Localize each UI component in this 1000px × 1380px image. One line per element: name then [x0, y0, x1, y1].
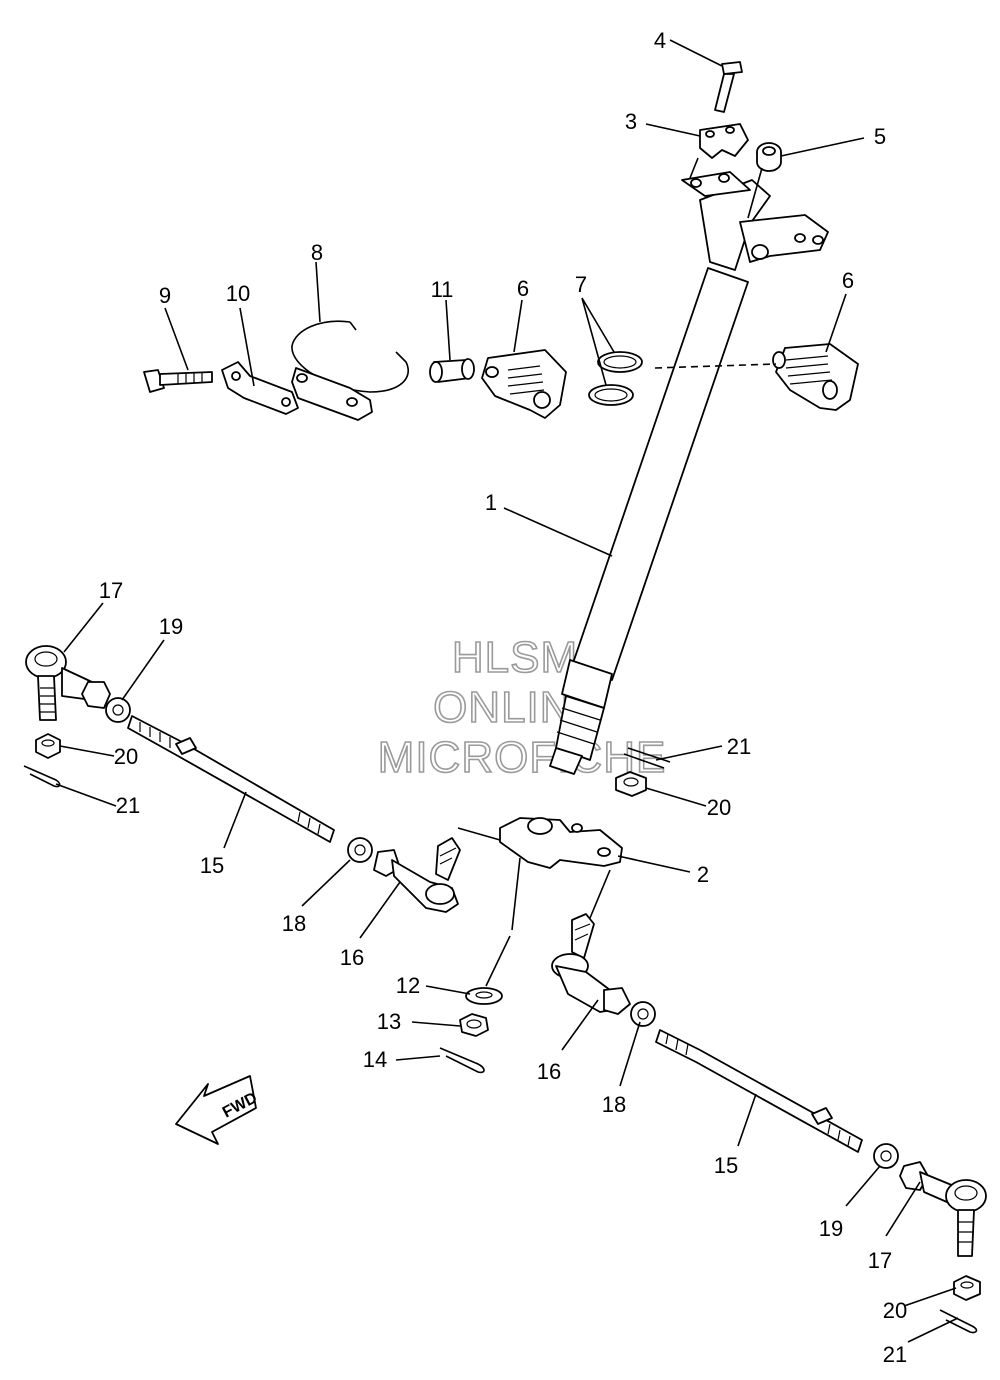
nut-18-right [630, 1001, 656, 1027]
alignment-line-arm-2 [589, 869, 611, 919]
callout-20-mid: 20 [707, 795, 731, 820]
callout-21-right: 21 [883, 1342, 907, 1367]
callout-labels: 4 3 5 8 9 10 11 6 7 6 1 17 19 20 21 15 1… [99, 28, 907, 1367]
cotter-pin-21-right [939, 1309, 978, 1334]
bushing-half-6-left [481, 349, 567, 419]
cotter-pin-21-mid [623, 747, 671, 769]
callout-5: 5 [874, 124, 886, 149]
nut-20-mid [615, 771, 647, 797]
callout-17-left: 17 [99, 578, 123, 603]
pitman-arm-2 [499, 817, 623, 869]
tie-rod-end-16-right [551, 913, 631, 1015]
tie-rod-15-left [127, 715, 335, 843]
nut-18-left [347, 837, 373, 863]
clamp-3 [699, 123, 749, 159]
callout-4: 4 [654, 28, 666, 53]
callout-10: 10 [226, 281, 250, 306]
callout-11: 11 [431, 277, 454, 302]
steering-column [549, 171, 829, 775]
collar-11 [429, 358, 475, 383]
callout-2: 2 [697, 862, 709, 887]
washer-12 [465, 987, 503, 1005]
seals-7 [588, 351, 643, 406]
nut-20-right [953, 1275, 981, 1301]
callout-18-left: 18 [282, 911, 306, 936]
callout-17-right: 17 [868, 1248, 892, 1273]
callout-15-left: 15 [200, 853, 224, 878]
callout-3: 3 [625, 109, 637, 134]
callout-20-left: 20 [114, 744, 138, 769]
callout-18-right: 18 [602, 1092, 626, 1117]
cotter-pin-21-left [23, 765, 61, 788]
nut-20-left [35, 733, 61, 759]
watermark: HLSM ONLINE MICROFICHE [377, 632, 667, 783]
cotter-pin-14 [439, 1047, 485, 1074]
bracket-8 [291, 320, 409, 421]
callout-12: 12 [396, 973, 420, 998]
callout-16-left: 16 [340, 945, 364, 970]
tie-rod-end-16-left [373, 837, 461, 913]
alignment-line-bolt [485, 857, 521, 987]
callout-16-right: 16 [537, 1059, 561, 1084]
callout-21-left: 21 [116, 793, 140, 818]
callout-19-left: 19 [159, 614, 183, 639]
leader-lines [55, 39, 959, 1343]
fwd-direction-arrow: FWD [175, 1075, 260, 1145]
nut-13 [459, 1013, 489, 1037]
callout-6-left: 6 [517, 276, 529, 301]
callout-6-right: 6 [842, 268, 854, 293]
callout-13: 13 [377, 1009, 401, 1034]
alignment-line-arm [457, 827, 501, 841]
bolt-4 [714, 61, 743, 113]
lock-plate-10 [221, 361, 299, 415]
watermark-line-1: HLSM [452, 633, 578, 682]
watermark-line-3: MICROFICHE [378, 733, 667, 782]
callout-1: 1 [485, 490, 497, 515]
bolt-9 [143, 369, 213, 393]
tie-rod-15-right [655, 1029, 863, 1153]
nut-19-right [873, 1143, 899, 1169]
callout-14: 14 [363, 1047, 387, 1072]
callout-7: 7 [575, 272, 587, 297]
callout-8: 8 [311, 240, 323, 265]
tie-rod-end-17-right [899, 1161, 987, 1257]
tie-rod-end-17-left [25, 645, 111, 721]
nut-19-left [105, 697, 131, 723]
callout-21-mid: 21 [727, 734, 751, 759]
callout-20-right: 20 [883, 1298, 907, 1323]
callout-15-right: 15 [714, 1153, 738, 1178]
alignment-line-7-6 [654, 363, 777, 369]
callout-9: 9 [159, 283, 171, 308]
callout-19-right: 19 [819, 1216, 843, 1241]
bushing-half-6-right [772, 343, 859, 411]
bushing-5 [756, 142, 782, 172]
